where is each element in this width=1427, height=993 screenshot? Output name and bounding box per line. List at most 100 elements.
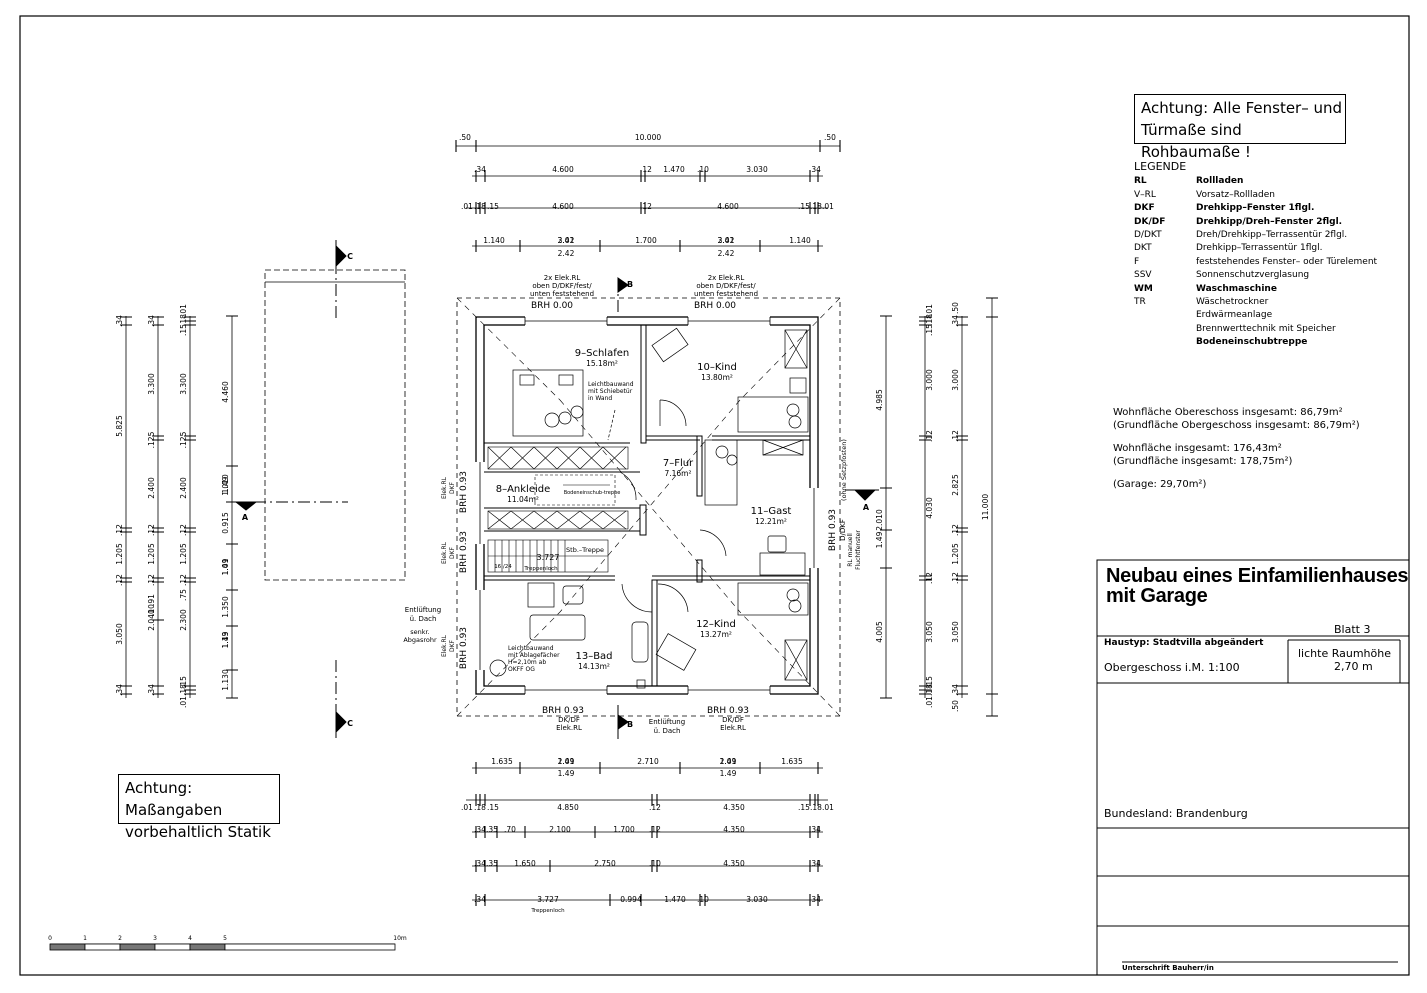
legend-key bbox=[1134, 323, 1196, 336]
furniture bbox=[489, 327, 809, 689]
window-annotation: oben D/DKF/fest/ bbox=[696, 282, 756, 290]
dimension-text: .34 bbox=[809, 165, 821, 174]
stair-label: Stb.–Treppe bbox=[566, 546, 604, 554]
section-label: A bbox=[863, 503, 870, 512]
scale-tick-label: 2 bbox=[118, 935, 122, 942]
section-label: B bbox=[627, 720, 633, 729]
room-name: 11–Gast bbox=[751, 506, 792, 517]
wall-note: mit Schiebetür bbox=[588, 388, 633, 395]
dimension-text: .125 bbox=[179, 431, 188, 448]
dimension-text: .34 bbox=[809, 895, 821, 904]
window-annotation: Elek.RL bbox=[441, 541, 448, 564]
area-summary: Wohnfläche Obereschoss insgesamt: 86,79m… bbox=[1113, 406, 1360, 491]
dimension-text: .01 bbox=[925, 304, 934, 316]
room-name: 12–Kind bbox=[696, 619, 736, 630]
room-name: 10–Kind bbox=[697, 362, 737, 373]
dimension-text: 2.100 bbox=[549, 825, 571, 834]
dimension-text: .70 bbox=[504, 825, 516, 834]
roof-outline bbox=[456, 297, 841, 717]
stair-dim: 3.727 bbox=[537, 553, 560, 562]
dimension-text: .15 bbox=[487, 803, 499, 812]
window-frames bbox=[479, 317, 815, 694]
title-block-frame bbox=[1096, 559, 1410, 976]
dimension-text: .50 bbox=[459, 133, 471, 142]
brh-label: BRH 0.93 bbox=[828, 509, 838, 551]
flue-note: Abgasrohr bbox=[403, 636, 437, 644]
window-annotation: Elek.RL bbox=[556, 724, 582, 732]
legend-text: Drehkipp–Terrassentür 1flgl. bbox=[1196, 243, 1323, 254]
legend-key: WM bbox=[1134, 283, 1153, 294]
wall-note: OKFF OG bbox=[508, 666, 535, 673]
dimension-text: 2.750 bbox=[594, 859, 616, 868]
brh-label: BRH 0.00 bbox=[694, 301, 736, 311]
scale-tick-label: 0 bbox=[48, 935, 52, 942]
dimension-text: .91 bbox=[147, 594, 156, 606]
window-annotation: Elek.RL bbox=[720, 724, 746, 732]
dimension-text: 4.350 bbox=[723, 803, 745, 812]
dimension-text: .18 bbox=[179, 314, 188, 326]
wall-note: H=2,10m ab bbox=[508, 659, 546, 666]
dimension-text: 5.825 bbox=[115, 415, 124, 437]
dimension-text: .15 bbox=[925, 324, 934, 336]
dimension-text: .34 bbox=[115, 315, 124, 327]
dimension-text: 1.350 bbox=[221, 596, 230, 618]
wall-note: mit Ablagefächer bbox=[508, 652, 560, 659]
door-swings bbox=[619, 399, 727, 613]
dimension-text: .18 bbox=[810, 202, 822, 211]
shutter-note: Fluchtfenster bbox=[855, 530, 862, 570]
dimension-text: 2.710 bbox=[637, 757, 659, 766]
legend-text: Brennwerttechnik mit Speicher bbox=[1196, 323, 1336, 334]
dimension-text: 2.400 bbox=[147, 477, 156, 499]
area-og: Wohnfläche Obereschoss insgesamt: 86,79m… bbox=[1113, 407, 1343, 418]
dimension-text: 4.005 bbox=[875, 621, 884, 643]
dimension-text: .12 bbox=[951, 524, 960, 536]
dimension-text: .50 bbox=[951, 302, 960, 314]
area-total: Wohnfläche insgesamt: 176,43m² bbox=[1113, 443, 1282, 454]
area-og-grund: (Grundfläche Obergeschoss insgesamt: 86,… bbox=[1113, 420, 1360, 431]
brh-label: BRH 0.93 bbox=[459, 627, 469, 669]
window-annotation: DK/DF bbox=[722, 716, 744, 724]
dimension-text: 3.030 bbox=[746, 165, 768, 174]
dimension-text: 4.850 bbox=[557, 803, 579, 812]
legend-key: RL bbox=[1134, 176, 1147, 187]
room-height-label: lichte Raumhöhe bbox=[1298, 647, 1391, 660]
vent-note: ü. Dach bbox=[410, 615, 437, 623]
dimension-text: 1.205 bbox=[951, 543, 960, 565]
dimension-text: 1.205 bbox=[179, 543, 188, 565]
legend-text: Dreh/Drehkipp–Terrassentür 2flgl. bbox=[1196, 230, 1348, 241]
brh-label: BRH 0.93 bbox=[459, 471, 469, 513]
dimension-text: 4.600 bbox=[552, 165, 574, 174]
dimension-text: 4.030 bbox=[925, 497, 934, 519]
window-annotation: D/DKF bbox=[839, 519, 847, 541]
note-window-sizes: Achtung: Alle Fenster– und Türmaße sind … bbox=[1134, 94, 1346, 161]
dimension-text: .35 bbox=[486, 859, 498, 868]
dimension-text: 11.000 bbox=[981, 494, 990, 520]
dimension-text: .12 bbox=[179, 524, 188, 536]
dimension-text: 2.01 bbox=[558, 757, 575, 766]
dimension-text: 2.825 bbox=[951, 474, 960, 496]
signature-label: Unterschrift Bauherr/in bbox=[1122, 964, 1214, 972]
dimension-text: .10 bbox=[697, 895, 709, 904]
dimension-text: 1.635 bbox=[781, 757, 803, 766]
legend-text: Bodeneinschubtreppe bbox=[1196, 337, 1308, 348]
wall-note: Leichtbauwand bbox=[588, 381, 634, 388]
dimension-text: .15 bbox=[925, 676, 934, 688]
dimension-text: 3.000 bbox=[925, 369, 934, 391]
dimension-text: 2.42 bbox=[718, 236, 735, 245]
section-label: A bbox=[242, 513, 249, 522]
dimension-text: .01 bbox=[179, 304, 188, 316]
dimension-text: 2.040 bbox=[147, 609, 156, 631]
dimension-text: .50 bbox=[824, 133, 836, 142]
dimension-ticks bbox=[120, 140, 998, 906]
legend-key: TR bbox=[1134, 297, 1146, 308]
dimension-text: 10.000 bbox=[635, 133, 661, 142]
legend-key: D/DKT bbox=[1134, 230, 1162, 241]
dimension-text: 2.400 bbox=[179, 477, 188, 499]
dimension-text: .12 bbox=[925, 430, 934, 442]
